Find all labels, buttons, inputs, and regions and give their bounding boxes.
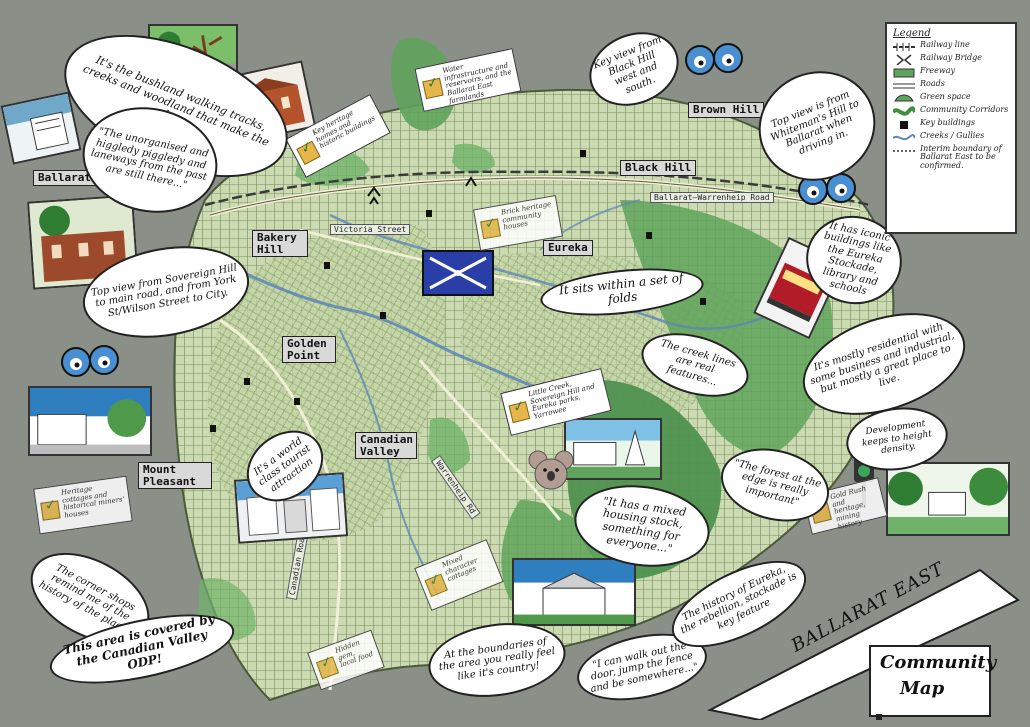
corridor-icon <box>893 106 915 116</box>
railway-bridge-icon <box>367 176 477 205</box>
photo-school <box>564 418 662 480</box>
legend-item: Creeks / Gullies <box>893 131 1009 143</box>
title-sign: BALLARAT EAST Community Map <box>700 558 1020 720</box>
road-label-victoria-street: Victoria Street <box>330 224 411 235</box>
creek-icon <box>893 134 915 141</box>
legend-item: Green space <box>893 92 1009 104</box>
place-brown-hill: Brown Hill <box>688 102 765 118</box>
koala-icon <box>528 448 574 492</box>
place-golden-point: Golden Point <box>282 336 336 364</box>
sign-community: Community <box>880 652 997 673</box>
sign-map: Map <box>900 678 945 699</box>
freeway-icon <box>893 68 915 78</box>
binoculars-icon <box>795 168 859 208</box>
road-label-warrenheip: Ballarat–Warrenheip Road <box>650 192 774 203</box>
photo-heritage-cottage <box>512 558 636 626</box>
legend-item: Railway Bridge <box>893 53 1009 65</box>
place-eureka: Eureka <box>543 240 593 256</box>
legend-item: Community Corridors <box>893 105 1009 117</box>
binoculars-icon <box>58 340 122 380</box>
place-canadian-valley: Canadian Valley <box>355 432 417 460</box>
legend-title: Legend <box>893 28 931 39</box>
legend-item: Freeway <box>893 66 1009 78</box>
legend-item: Key buildings <box>893 118 1009 130</box>
legend: Legend Railway line Railway Bridge Freew… <box>885 22 1017 234</box>
place-mount-pleasant: Mount Pleasant <box>138 462 212 490</box>
railway-bridge-icon <box>896 54 912 65</box>
green-space-icon <box>894 94 914 102</box>
railway-line <box>204 170 871 207</box>
legend-item: Railway line <box>893 40 1009 52</box>
railway-line-icon <box>893 43 915 51</box>
boundary-icon <box>893 150 915 152</box>
eureka-flag-icon <box>422 250 494 296</box>
legend-item: Roads <box>893 79 1009 91</box>
place-bakery-hill: Bakery Hill <box>252 230 308 258</box>
photo-bush-house <box>886 462 1010 536</box>
photo-street <box>0 91 82 165</box>
legend-item: Interim boundary of Ballarat East to be … <box>893 144 1009 170</box>
roads-icon <box>893 83 915 89</box>
key-building-icon <box>900 121 908 129</box>
binoculars-icon <box>682 38 746 78</box>
place-black-hill: Black Hill <box>620 160 697 176</box>
photo-residential <box>28 386 152 456</box>
